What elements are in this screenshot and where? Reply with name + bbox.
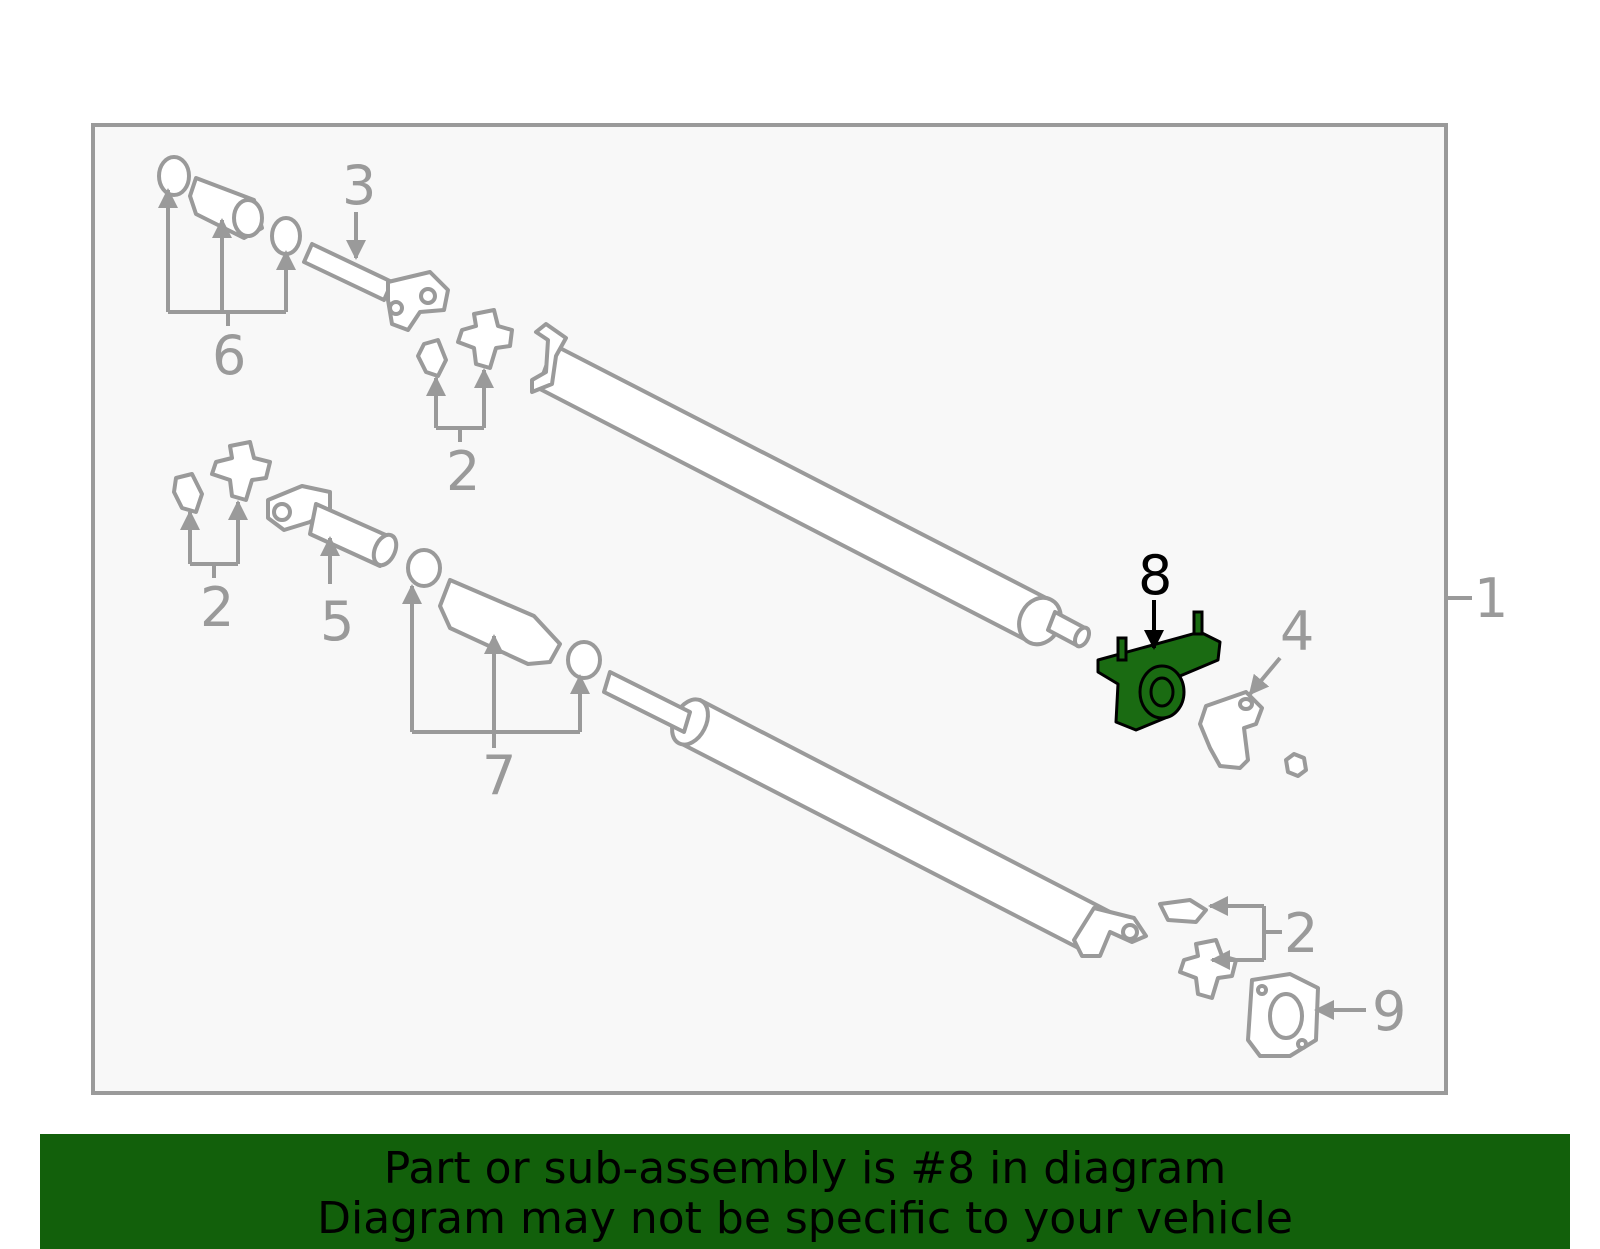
callout-9: 9 <box>1372 980 1406 1043</box>
lower-drive-shaft <box>602 670 1148 958</box>
callout-8: 8 <box>1138 544 1172 607</box>
part-3-slip-yoke <box>302 242 450 332</box>
callout-4: 4 <box>1280 600 1314 663</box>
part-7-boot-kit <box>406 548 602 680</box>
callout-1: 1 <box>1474 567 1508 630</box>
callout-6: 6 <box>212 324 246 387</box>
part-4-flange <box>1198 690 1308 778</box>
info-banner: Part or sub-assembly is #8 in diagram Di… <box>40 1134 1570 1249</box>
part-8-center-bearing <box>1096 610 1222 732</box>
diagram-frame <box>91 123 1448 1095</box>
leader-lines <box>158 188 1472 1020</box>
part-5-yoke <box>266 484 399 568</box>
callout-2-upper: 2 <box>446 440 480 503</box>
callout-2-lower: 2 <box>1284 902 1318 965</box>
upper-drive-shaft <box>530 322 1092 649</box>
callout-5: 5 <box>320 590 354 653</box>
callout-2-left: 2 <box>200 576 234 639</box>
banner-line-2: Diagram may not be specific to your vehi… <box>317 1193 1293 1244</box>
callout-3: 3 <box>342 154 376 217</box>
part-6-boot-kit <box>157 155 302 256</box>
callout-7: 7 <box>482 744 516 807</box>
part-9-flange <box>1246 972 1320 1058</box>
banner-line-1: Part or sub-assembly is #8 in diagram <box>383 1143 1227 1194</box>
